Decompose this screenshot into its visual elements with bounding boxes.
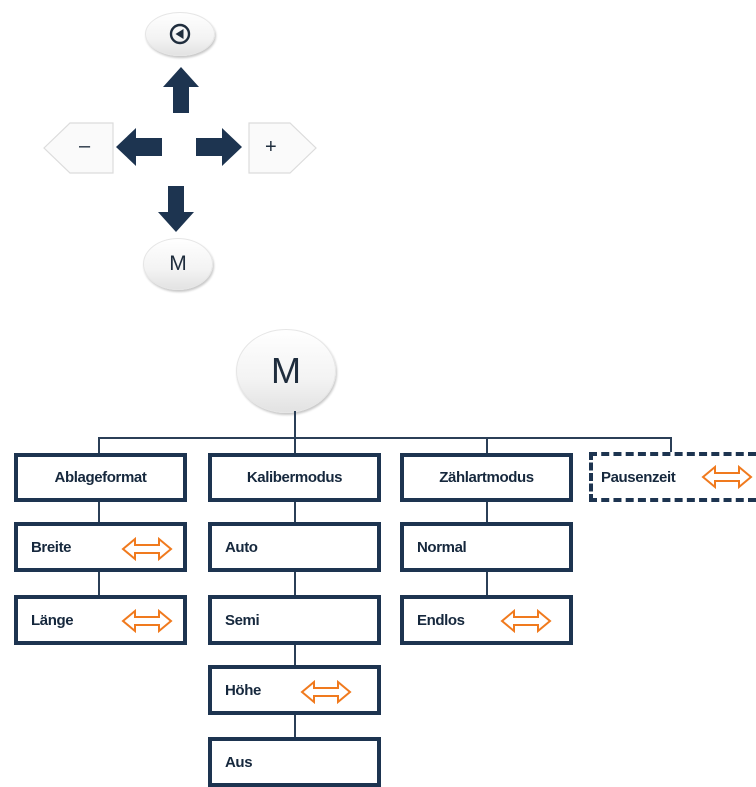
adjust-icon xyxy=(121,609,173,633)
root-connector xyxy=(294,411,296,438)
col3-vertical xyxy=(486,500,488,524)
col2-connector xyxy=(294,437,296,453)
menu-header-kalibermodus: Kalibermodus xyxy=(208,453,381,502)
col2-vertical xyxy=(294,570,296,597)
col2-vertical xyxy=(294,643,296,667)
menu-item-label: Aus xyxy=(225,753,253,771)
menu-header-label: Pausenzeit xyxy=(601,468,676,486)
arrow-right-icon xyxy=(196,128,242,166)
menu-header-zaehlartmodus: Zählartmodus xyxy=(400,453,573,502)
menu-item-laenge: Länge xyxy=(14,595,187,645)
menu-item-label: Länge xyxy=(31,611,74,629)
menu-item-label: Normal xyxy=(417,538,467,556)
menu-item-hoehe: Höhe xyxy=(208,665,381,715)
col2-vertical xyxy=(294,500,296,524)
col1-connector xyxy=(98,437,100,453)
menu-item-breite: Breite xyxy=(14,522,187,572)
menu-header-label: Ablageformat xyxy=(54,469,147,486)
menu-item-label: Auto xyxy=(225,538,258,556)
menu-item-label: Endlos xyxy=(417,611,465,629)
menu-header-label: Kalibermodus xyxy=(246,469,343,486)
minus-button[interactable] xyxy=(42,122,114,174)
horizontal-connector xyxy=(98,437,672,439)
menu-item-label: Semi xyxy=(225,611,260,629)
menu-header-label: Zählartmodus xyxy=(439,469,534,486)
back-icon xyxy=(169,23,191,45)
menu-button-label: M xyxy=(169,252,187,275)
arrow-down-icon xyxy=(158,186,194,232)
col1-vertical xyxy=(98,500,100,524)
col1-vertical xyxy=(98,570,100,597)
menu-item-normal: Normal xyxy=(400,522,573,572)
back-button[interactable] xyxy=(145,12,215,56)
col4-connector xyxy=(670,437,672,453)
menu-button[interactable]: M xyxy=(143,238,213,290)
adjust-icon xyxy=(500,609,552,633)
arrow-left-icon xyxy=(116,128,162,166)
col3-connector xyxy=(486,437,488,453)
adjust-icon xyxy=(701,465,753,489)
menu-item-label: Höhe xyxy=(225,681,261,699)
plus-button[interactable] xyxy=(248,122,318,174)
menu-header-pausenzeit: Pausenzeit xyxy=(589,452,756,502)
tree-root-m: M xyxy=(236,329,336,413)
menu-header-ablageformat: Ablageformat xyxy=(14,453,187,502)
menu-item-endlos: Endlos xyxy=(400,595,573,645)
col2-vertical xyxy=(294,713,296,739)
col3-vertical xyxy=(486,570,488,597)
plus-label: + xyxy=(265,136,277,158)
adjust-icon xyxy=(300,680,352,704)
minus-label: – xyxy=(79,135,91,157)
menu-item-label: Breite xyxy=(31,538,72,556)
arrow-up-icon xyxy=(163,67,199,113)
adjust-icon xyxy=(121,537,173,561)
menu-item-semi: Semi xyxy=(208,595,381,645)
menu-item-aus: Aus xyxy=(208,737,381,787)
tree-root-label: M xyxy=(271,350,301,391)
menu-item-auto: Auto xyxy=(208,522,381,572)
